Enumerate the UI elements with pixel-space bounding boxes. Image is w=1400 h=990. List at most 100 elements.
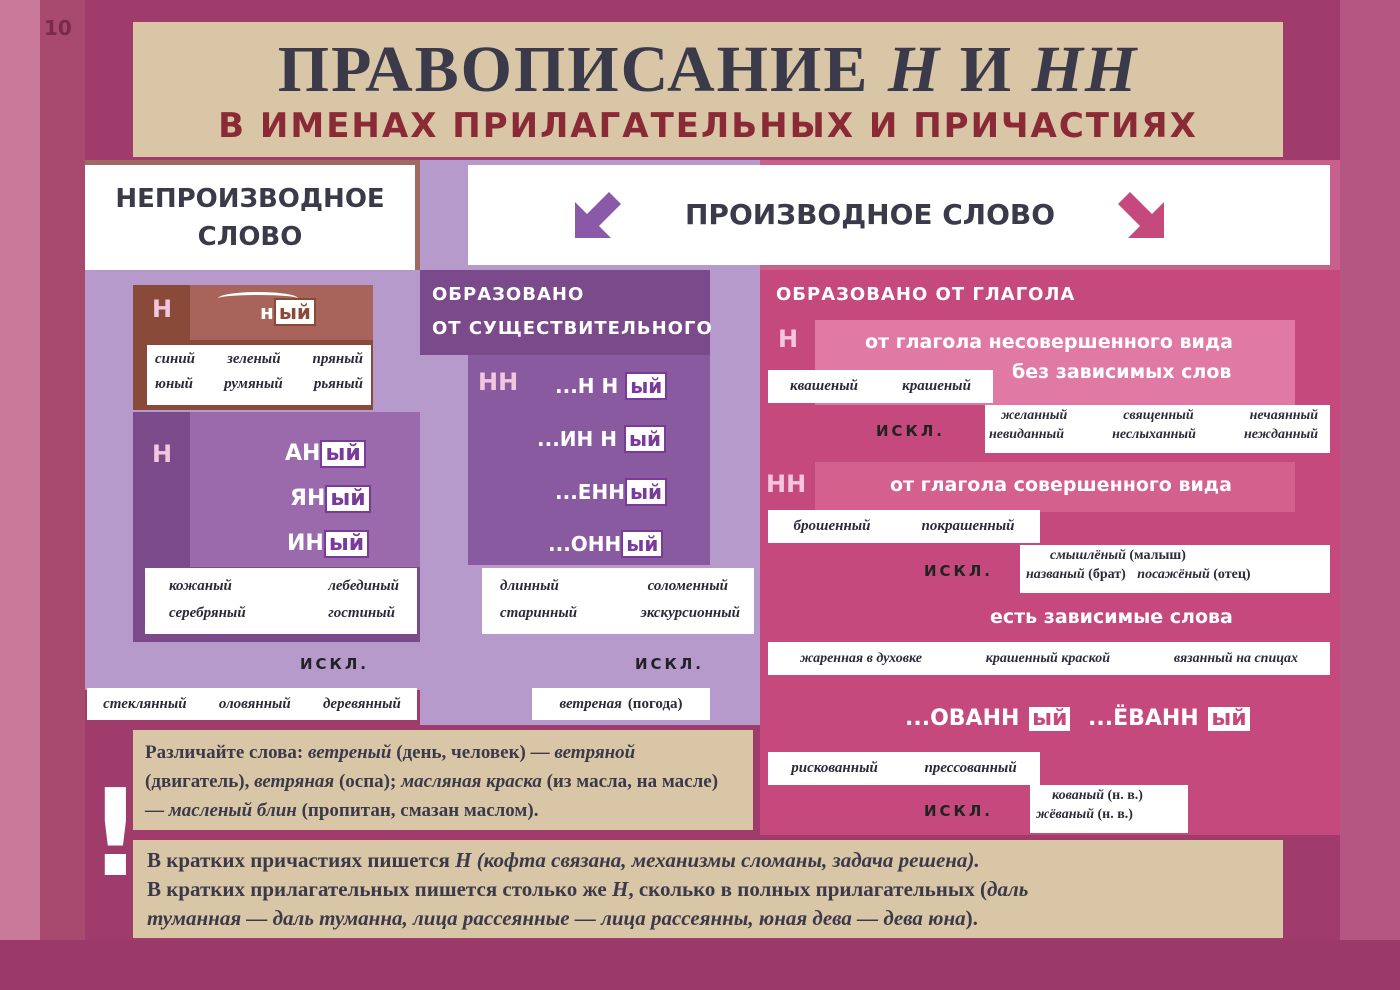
verb-nn-rule: от глагола совершенного вида	[890, 474, 1232, 496]
note-n: Н	[455, 848, 472, 872]
verb-nn-iskl: ИСКЛ.	[924, 562, 993, 580]
exception: невиданный	[989, 427, 1065, 442]
exception: деревянный	[322, 695, 401, 712]
distinguish-text: (день, человек) —	[391, 742, 555, 763]
verb-dependent-rule: есть зависимые слова	[990, 606, 1233, 628]
distinguish-text: (двигатель),	[145, 771, 255, 792]
pattern-label: ...ЕНН	[555, 480, 625, 504]
suffix-an-label: АН	[285, 441, 321, 466]
note-text: туманная — даль туманна, лица рассеянные…	[147, 906, 966, 930]
noun-derived-header-bg	[420, 270, 710, 355]
verb-derived-header: ОБРАЗОВАНО ОТ ГЛАГОЛА	[776, 284, 1076, 305]
word: прессованный	[924, 760, 1017, 776]
noun-derived-iskl: ИСКЛ.	[635, 655, 704, 673]
nonderived-header-label: НЕПРОИЗВОДНОЕ СЛОВО	[115, 183, 385, 252]
nonderived-ending: ый	[273, 298, 316, 326]
noun-derived-letter: НН	[478, 368, 519, 396]
exception-note: (н. в.)	[1097, 807, 1133, 822]
exception-note: (отец)	[1213, 567, 1251, 582]
denominal-n-words: кожаный лебединый серебряный гостиный	[145, 568, 417, 634]
distinguish-intro: Различайте слова:	[145, 742, 304, 763]
word: экскурсионный	[640, 605, 740, 621]
note-text: даль	[987, 877, 1029, 901]
note-text: ).	[965, 906, 978, 930]
note-n: Н	[612, 877, 629, 901]
denominal-n-exceptions: стеклянный оловянный деревянный	[87, 688, 417, 720]
suffix-yan-label: ЯН	[290, 486, 326, 511]
dependent-words: на спицах	[1236, 650, 1299, 666]
nonderived-letter: Н	[152, 295, 173, 323]
title-nn: НН	[1031, 33, 1139, 106]
suffix-ending: ый	[1206, 705, 1252, 733]
word: крашеный	[902, 378, 971, 394]
derived-header-label: ПРОИЗВОДНОЕ СЛОВО	[684, 198, 1056, 231]
arrow-down-left-icon	[575, 192, 621, 242]
exception: неслыханный	[1112, 427, 1196, 442]
suffix-ending: ый	[320, 440, 366, 468]
noun-derived-words: длинный соломенный старинный экскурсионн…	[482, 568, 754, 634]
word: рискованный	[791, 760, 878, 776]
distinguish-word: масляная краска	[401, 771, 542, 792]
pattern-ending: ый	[621, 530, 664, 558]
word: длинный	[500, 578, 559, 594]
distinguish-word: ветряная	[254, 771, 335, 792]
verb-n-exceptions: желанный священный нечаянный невиданный …	[985, 405, 1330, 453]
verb-nn-block	[815, 462, 1295, 512]
noun-derived-exception: ветреная (погода)	[532, 688, 710, 720]
exception: священный	[1123, 408, 1194, 423]
nonderived-suffix-n: н	[260, 300, 274, 324]
title-and: И	[959, 33, 1014, 106]
word: пряный	[312, 351, 363, 367]
title-n: Н	[887, 33, 942, 106]
word: лебединый	[328, 578, 399, 594]
exception: жёваный	[1036, 807, 1094, 822]
dependent-words: краской	[1061, 650, 1110, 666]
exception: кованый	[1052, 788, 1104, 803]
title-part1: ПРАВОПИСАНИЕ	[277, 33, 870, 106]
noun-derived-header-line2: ОТ СУЩЕСТВИТЕЛЬНОГО	[432, 318, 713, 339]
suffix-ending: ый	[1027, 705, 1073, 733]
exception: смышлёный	[1050, 548, 1126, 563]
word: вязанный	[1173, 650, 1233, 666]
word: юный	[155, 376, 194, 392]
ovann-iskl: ИСКЛ.	[924, 802, 993, 820]
nonderived-words: синий зеленый пряный юный румяный рьяный	[147, 345, 371, 405]
exception: нечаянный	[1249, 408, 1318, 423]
page-frame-right	[1340, 0, 1400, 990]
exclamation-mark: !	[88, 765, 143, 904]
dependent-example: жаренная в духовке	[800, 651, 922, 667]
verb-dependent-examples: жаренная в духовке крашенный краской вяз…	[768, 642, 1330, 675]
word: гостиный	[328, 605, 395, 621]
nonderived-root-arc	[218, 292, 298, 305]
nonderived-header: НЕПРОИЗВОДНОЕ СЛОВО	[85, 165, 415, 270]
ovann-words: рискованный прессованный	[768, 752, 1040, 785]
exception: названый	[1026, 567, 1085, 582]
word: рьяный	[313, 376, 363, 392]
verb-n-iskl: ИСКЛ.	[876, 422, 945, 440]
pattern-ending: ый	[623, 425, 667, 453]
word: зеленый	[226, 351, 281, 367]
word: синий	[155, 351, 196, 367]
arrow-down-right-icon	[1118, 192, 1164, 242]
title-panel	[133, 22, 1283, 157]
short-forms-note: В кратких причастиях пишется Н (кофта св…	[133, 840, 1283, 938]
exception: нежданный	[1244, 427, 1318, 442]
pattern-label: ...ОНН	[548, 532, 622, 556]
word: брошенный	[793, 518, 871, 534]
exception: стеклянный	[103, 695, 187, 712]
page-frame-bottom	[0, 940, 1400, 990]
distinguish-word: ветреный	[307, 742, 392, 763]
derived-header	[468, 165, 1330, 265]
suffix-ending: ый	[325, 485, 371, 513]
dependent-example: крашенный краской	[986, 651, 1110, 667]
ovann-exceptions: кованый (н. в.) жёваный (н. в.)	[1030, 785, 1188, 833]
denominal-n-letter: Н	[152, 440, 173, 468]
exception-note: (н. в.)	[1107, 788, 1143, 803]
exception-note: (малыш)	[1129, 548, 1186, 563]
note-text: В кратких причастиях пишется	[147, 848, 456, 872]
pattern-label: ...ИН Н	[537, 427, 617, 451]
